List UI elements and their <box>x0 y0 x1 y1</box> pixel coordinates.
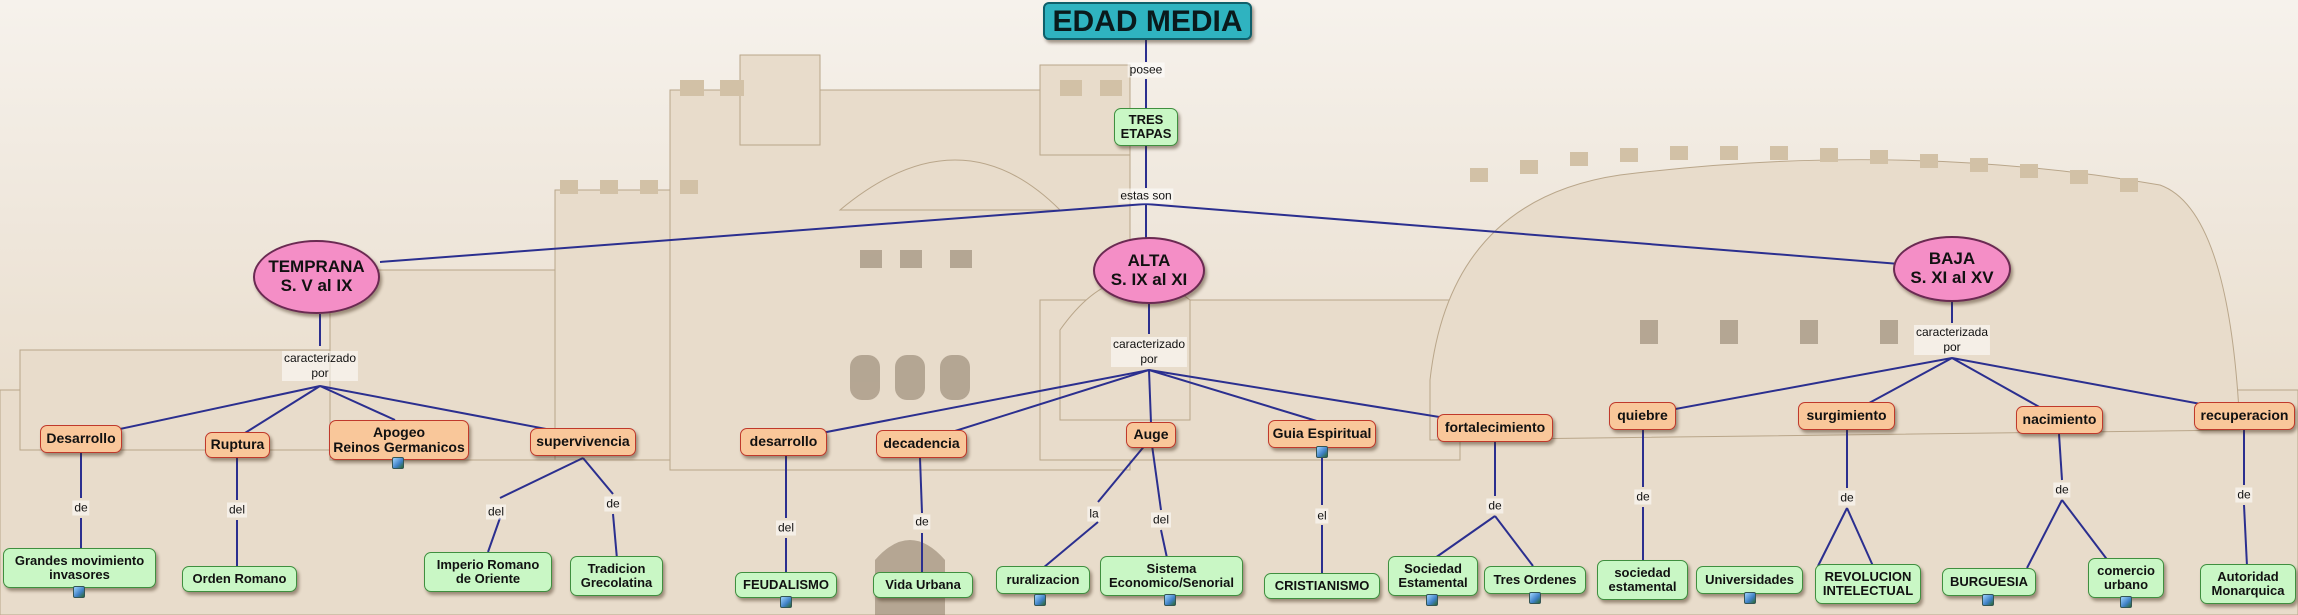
link-label-del: del <box>1150 512 1172 528</box>
concept-supervivencia[interactable]: supervivencia <box>530 428 636 456</box>
resource-image-icon[interactable] <box>1164 594 1176 606</box>
resource-image-icon[interactable] <box>73 586 85 598</box>
link-label-de: de <box>72 500 90 516</box>
link-label-del: del <box>775 520 797 536</box>
concept-tres-ordenes[interactable]: Tres Ordenes <box>1484 566 1586 594</box>
link-label-del: del <box>485 504 507 520</box>
link-label-de: de <box>1634 489 1652 505</box>
link-label-de: de <box>604 496 622 512</box>
link-label-de: de <box>2053 482 2071 498</box>
resource-image-icon[interactable] <box>780 596 792 608</box>
resource-image-icon[interactable] <box>392 457 404 469</box>
concept-tradicion-grecolatina[interactable]: Tradicion Grecolatina <box>570 556 663 596</box>
concept-alta[interactable]: ALTA S. IX al XI <box>1093 237 1205 304</box>
concept-grandes-movimiento-invasores[interactable]: Grandes movimiento invasores <box>3 548 156 588</box>
concept-desarrollo-alta[interactable]: desarrollo <box>740 428 827 456</box>
concept-sociedad-estamental-baja[interactable]: sociedad estamental <box>1597 560 1688 600</box>
concept-sociedad-estamental[interactable]: Sociedad Estamental <box>1388 556 1478 596</box>
concept-comercio-urbano[interactable]: comercio urbano <box>2088 558 2164 598</box>
link-label-caracterizado-por-alta: caracterizado por <box>1110 337 1188 367</box>
concept-burguesia[interactable]: BURGUESIA <box>1942 568 2036 596</box>
concept-orden-romano[interactable]: Orden Romano <box>182 566 297 592</box>
concept-autoridad-monarquica[interactable]: Autoridad Monarquica <box>2200 564 2296 604</box>
concept-revolucion-intelectual[interactable]: REVOLUCION INTELECTUAL <box>1815 564 1921 604</box>
concept-quiebre[interactable]: quiebre <box>1609 402 1676 430</box>
concept-baja[interactable]: BAJA S. XI al XV <box>1893 236 2011 302</box>
resource-image-icon[interactable] <box>1034 594 1046 606</box>
link-label-de: de <box>2235 487 2253 503</box>
concept-auge[interactable]: Auge <box>1126 422 1176 448</box>
concept-temprana[interactable]: TEMPRANA S. V al IX <box>253 240 380 314</box>
root-concept-edad-media[interactable]: EDAD MEDIA <box>1043 2 1252 40</box>
concept-sistema-economico-senorial[interactable]: Sistema Economico/Senorial <box>1100 556 1243 596</box>
concept-cristianismo[interactable]: CRISTIANISMO <box>1264 573 1380 599</box>
concept-desarrollo[interactable]: Desarrollo <box>40 425 122 453</box>
link-label-del: del <box>226 502 248 518</box>
link-label-de: de <box>913 514 931 530</box>
concept-tres-etapas[interactable]: TRES ETAPAS <box>1114 108 1178 146</box>
resource-image-icon[interactable] <box>1426 594 1438 606</box>
link-label-estas-son: estas son <box>1118 188 1174 204</box>
concept-fortalecimiento[interactable]: fortalecimiento <box>1437 414 1553 442</box>
resource-image-icon[interactable] <box>1529 592 1541 604</box>
concept-recuperacion[interactable]: recuperacion <box>2194 402 2295 430</box>
concept-apogeo[interactable]: Apogeo Reinos Germanicos <box>329 420 469 460</box>
concept-universidades[interactable]: Universidades <box>1696 566 1803 594</box>
resource-image-icon[interactable] <box>1982 594 1994 606</box>
concept-guia-espiritual[interactable]: Guia Espiritual <box>1268 420 1376 448</box>
link-label-la: la <box>1087 506 1101 522</box>
concept-ruralizacion[interactable]: ruralizacion <box>996 566 1090 594</box>
link-label-posee: posee <box>1127 62 1165 78</box>
link-label-de: de <box>1486 498 1504 514</box>
concept-ruptura[interactable]: Ruptura <box>205 432 270 458</box>
concept-nacimiento[interactable]: nacimiento <box>2016 406 2103 434</box>
link-label-el: el <box>1315 508 1329 524</box>
concept-feudalismo[interactable]: FEUDALISMO <box>735 572 837 598</box>
resource-image-icon[interactable] <box>1744 592 1756 604</box>
concept-imperio-romano-de-oriente[interactable]: Imperio Romano de Oriente <box>424 552 552 592</box>
link-label-de: de <box>1838 490 1856 506</box>
concept-surgimiento[interactable]: surgimiento <box>1798 402 1895 430</box>
link-label-caracterizado-por-temprana: caracterizado por <box>281 351 359 381</box>
resource-image-icon[interactable] <box>1316 446 1328 458</box>
link-label-caracterizada-por-baja: caracterizada por <box>1913 325 1991 355</box>
concept-vida-urbana[interactable]: Vida Urbana <box>873 572 973 598</box>
resource-image-icon[interactable] <box>2120 596 2132 608</box>
concept-decadencia[interactable]: decadencia <box>876 430 967 458</box>
